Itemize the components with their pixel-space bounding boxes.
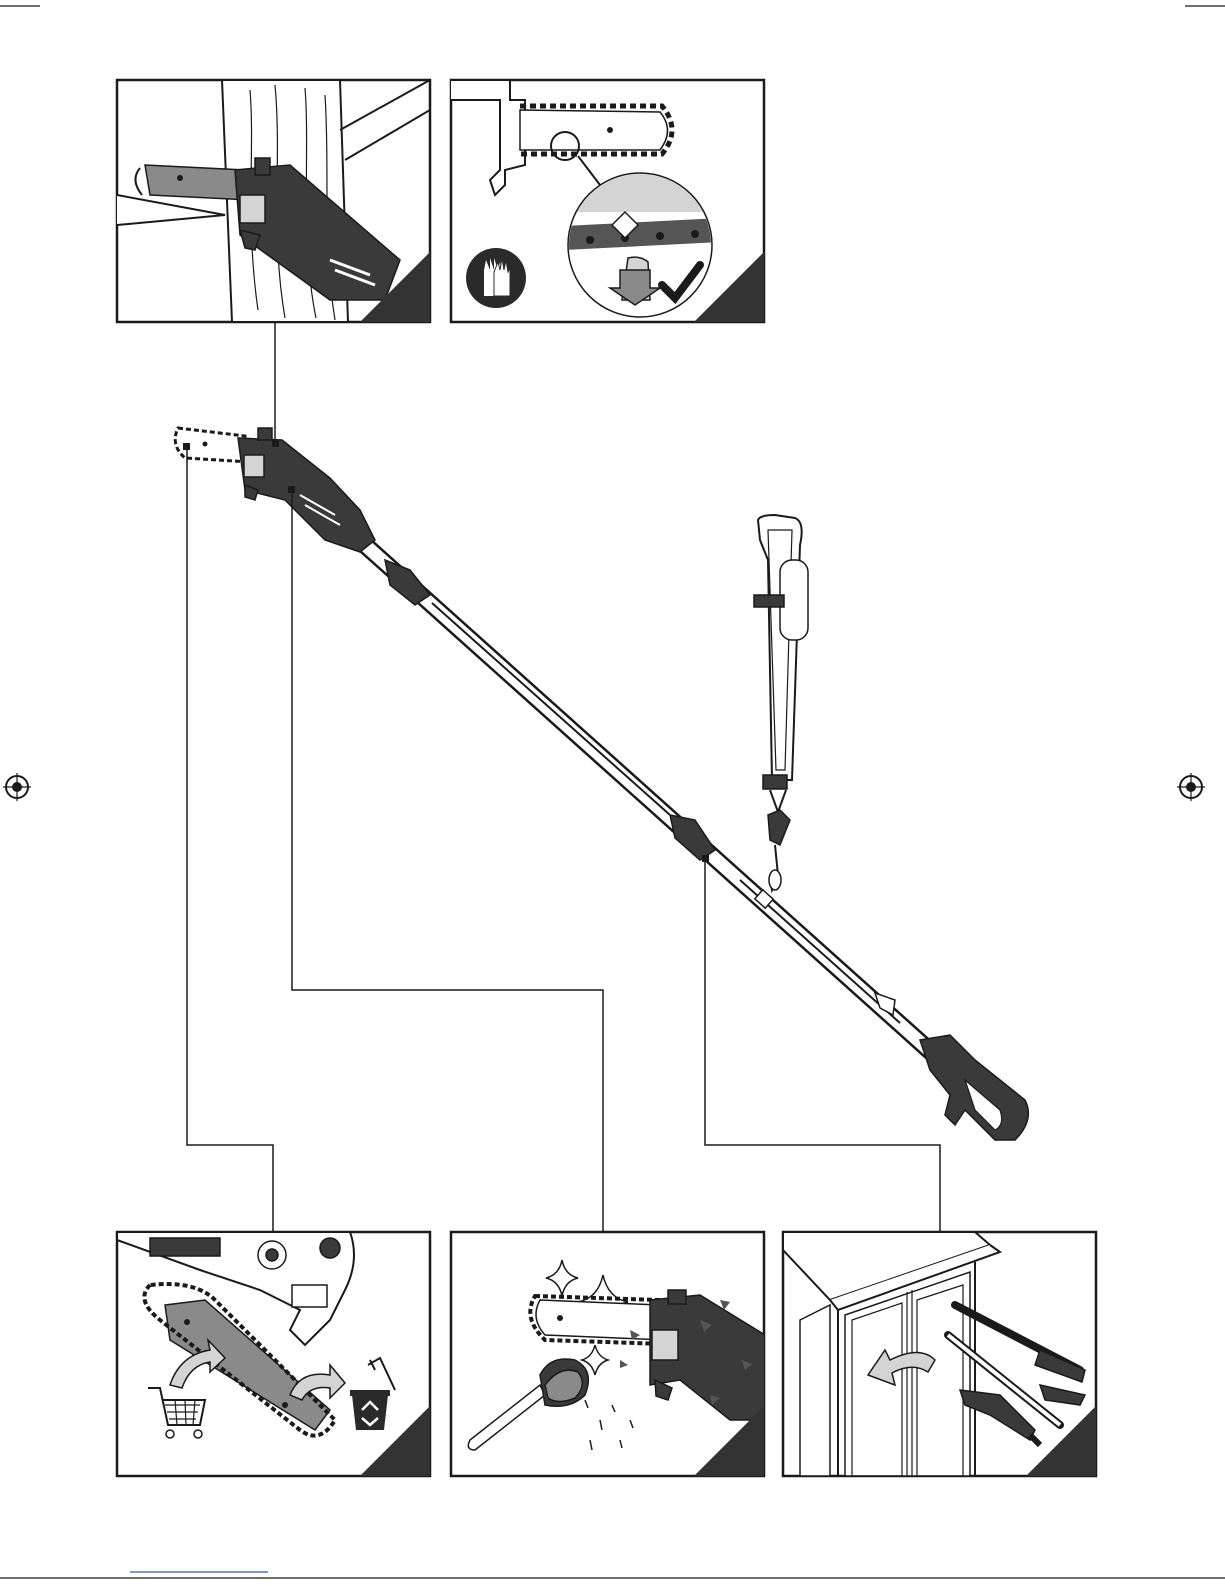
panel-cutting-branch	[117, 80, 430, 322]
panel-cleaning	[451, 1232, 765, 1476]
panel-replace-chain	[117, 1232, 430, 1476]
shoulder-strap	[754, 515, 808, 890]
registration-mark-left	[3, 773, 31, 801]
registration-mark-right	[1177, 773, 1205, 801]
panel-storage	[783, 1232, 1096, 1476]
pole-saw-assembly	[175, 428, 1028, 1140]
gloves-icon	[466, 248, 526, 308]
panel-chain-tension	[451, 80, 764, 322]
